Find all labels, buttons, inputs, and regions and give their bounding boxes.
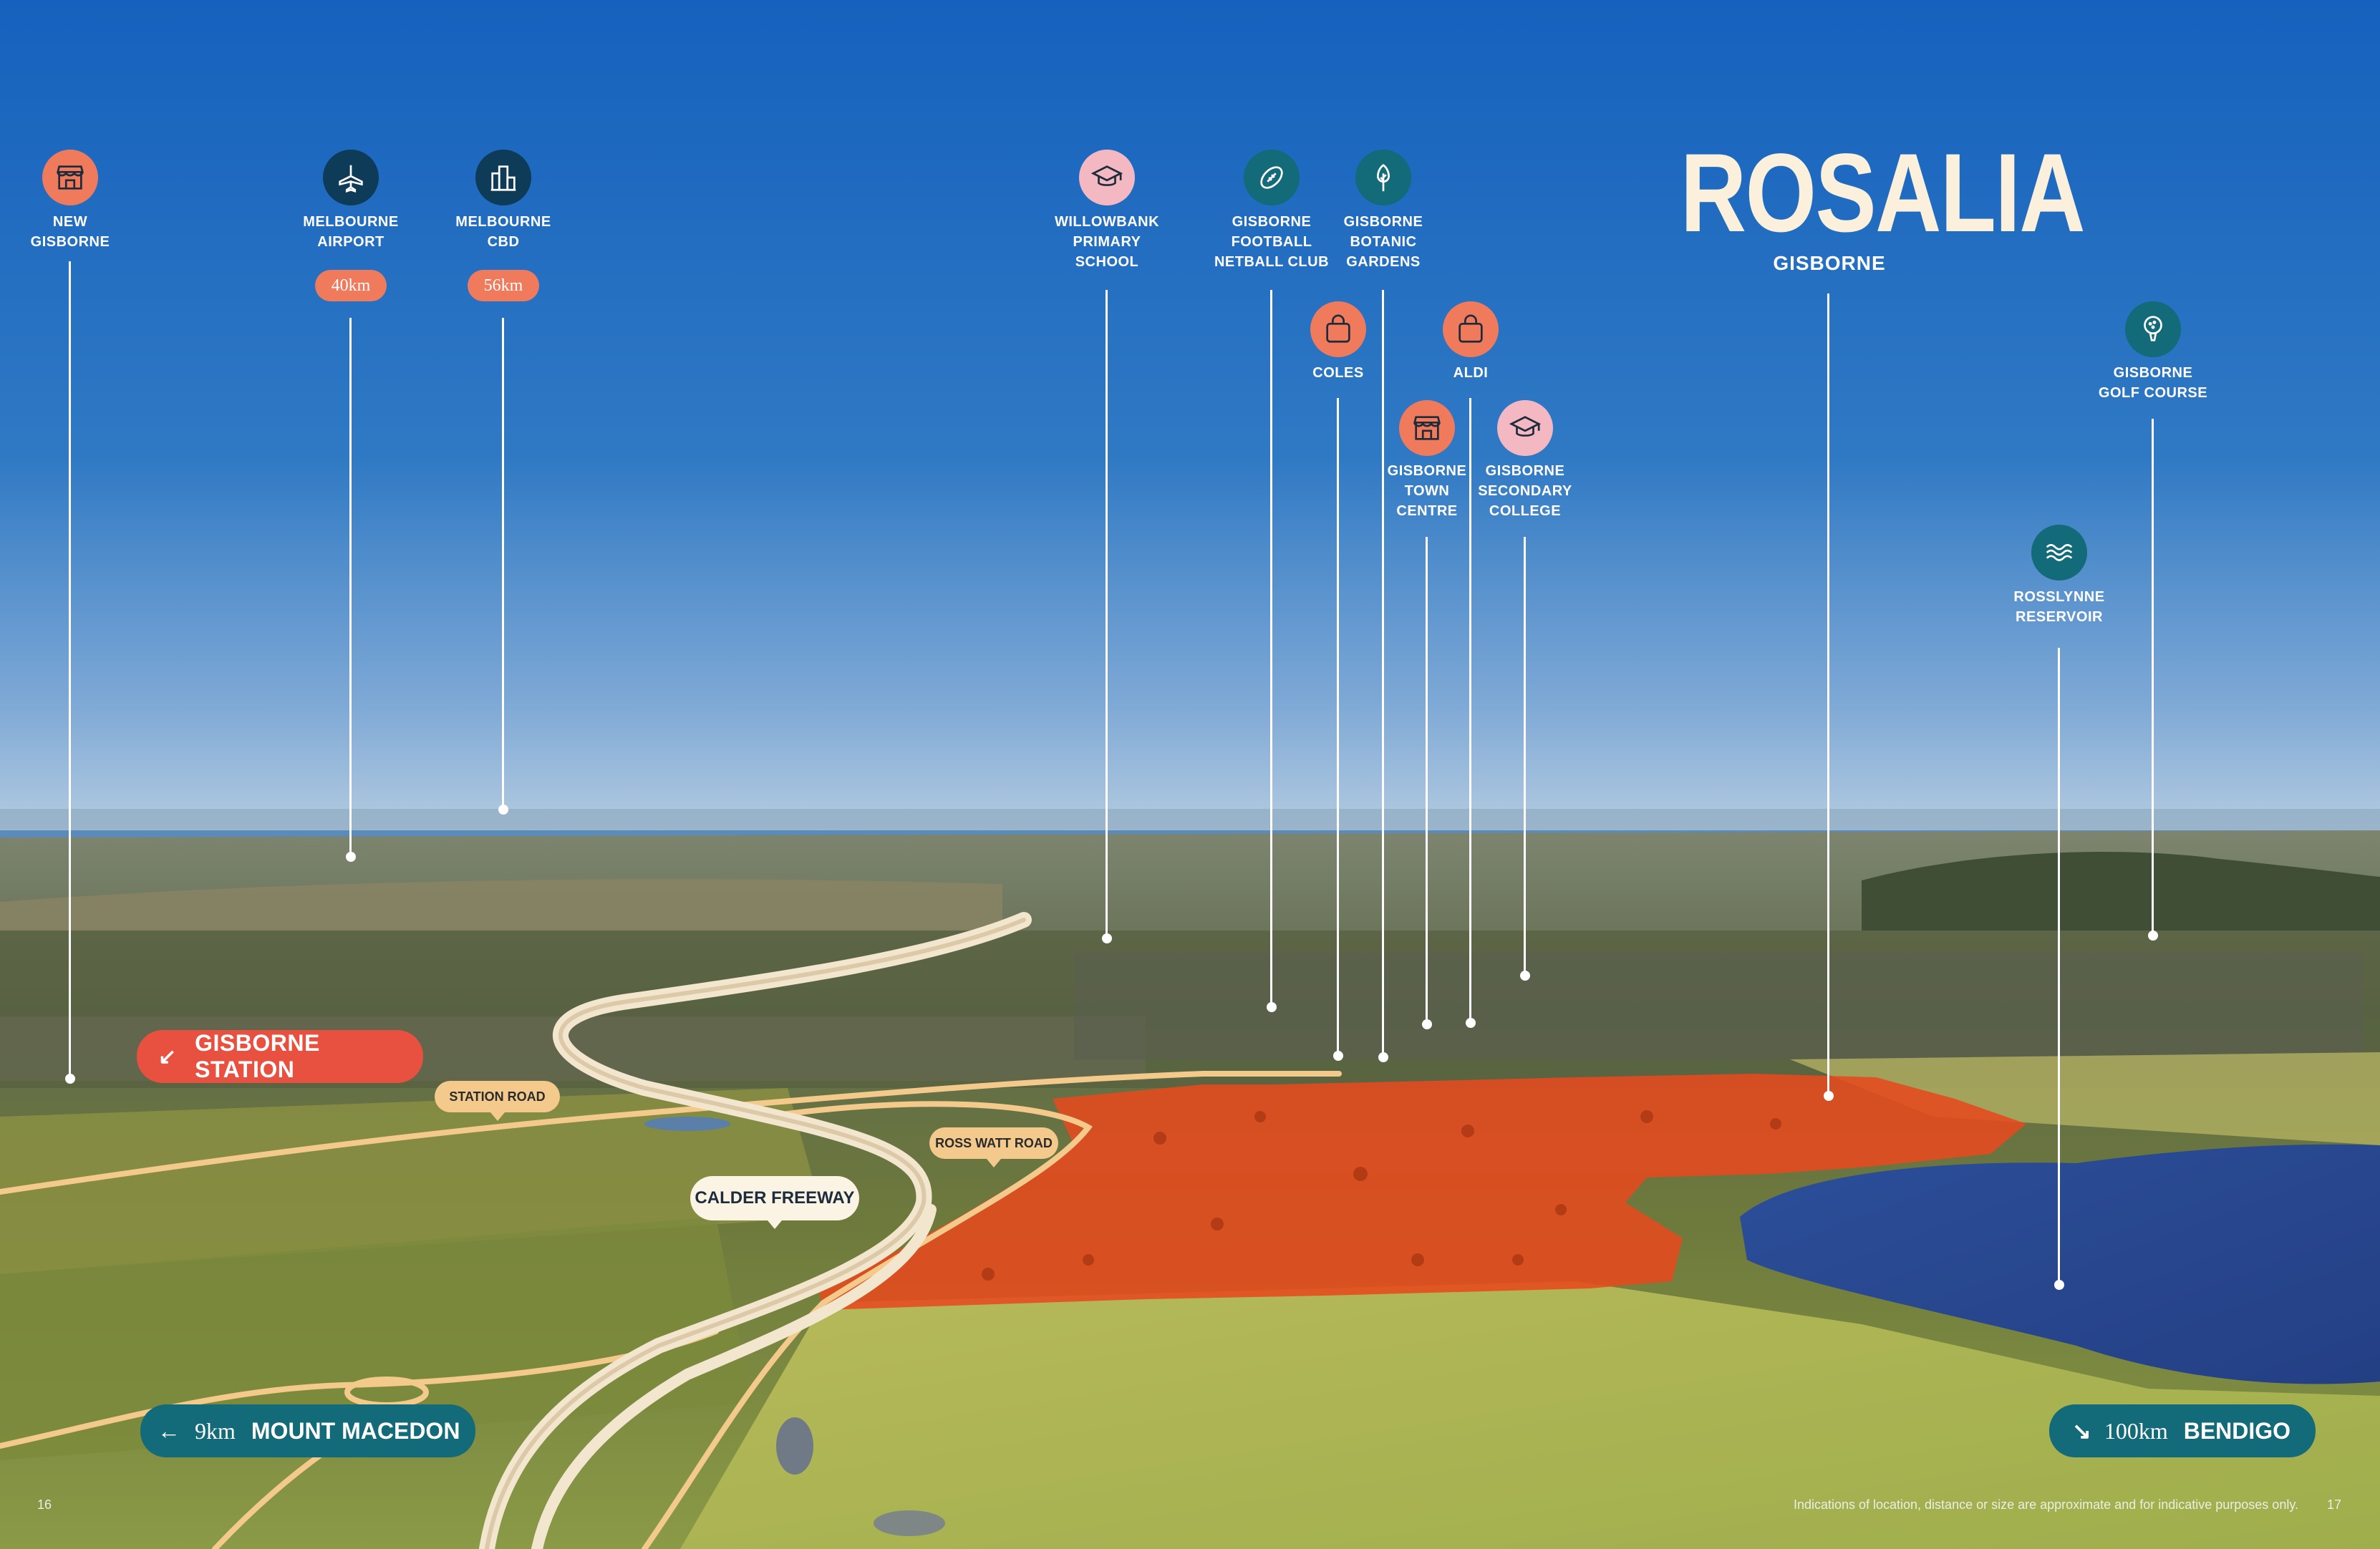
leader-dot (498, 805, 508, 815)
leader-line (2058, 648, 2060, 1285)
leader-line (1106, 290, 1108, 938)
graduation-cap-icon (1497, 400, 1553, 456)
page-number-right: 17 (2327, 1497, 2342, 1512)
leader-dot (346, 852, 356, 862)
water-waves-icon (2031, 525, 2087, 581)
tree-icon (1355, 150, 1411, 205)
shop-icon (1399, 400, 1455, 456)
mount-macedon-callout: ← 9km MOUNT MACEDON (140, 1404, 475, 1457)
landmark-label: ALDI (1453, 365, 1489, 381)
leader-line (1469, 398, 1471, 1022)
leader-line (1337, 398, 1339, 1055)
landmark-label: COLES (1312, 365, 1364, 381)
leader-line (2152, 419, 2154, 936)
leader-line (1382, 290, 1384, 1057)
airplane-icon (323, 150, 379, 205)
leader-line (1524, 537, 1526, 975)
leader-dot (1102, 933, 1112, 943)
leader-line (69, 261, 71, 1077)
leader-line (1270, 290, 1272, 1006)
distance-badge: 56km (468, 270, 539, 301)
leader-dot (1422, 1019, 1432, 1029)
leader-line (1426, 537, 1428, 1024)
ross-watt-road-tag: ROSS WATT ROAD (929, 1127, 1058, 1167)
leader-dot (65, 1074, 75, 1084)
graduation-cap-icon (1079, 150, 1135, 205)
disclaimer: Indications of location, distance or siz… (1793, 1497, 2298, 1512)
leader-dot (2054, 1280, 2064, 1290)
arrow-left-icon: ← (158, 1417, 180, 1444)
leader-dot (1520, 971, 1530, 981)
leader-line (502, 318, 504, 809)
gisborne-station-callout: ↙ GISBORNE STATION (137, 1030, 423, 1083)
arrow-down-left-icon: ↙ (158, 1044, 177, 1069)
station-road-tag: STATION ROAD (435, 1081, 560, 1121)
rosalia-leader-line (1827, 293, 1829, 1095)
arrow-down-right-icon: ↘ (2072, 1418, 2091, 1444)
leader-dot (1378, 1052, 1388, 1062)
leader-dot (1267, 1002, 1277, 1012)
leader-line (349, 318, 352, 855)
leader-dot (1333, 1051, 1343, 1061)
football-icon (1244, 150, 1300, 205)
page-subtitle: GISBORNE (1773, 252, 1886, 274)
leader-dot (1466, 1018, 1476, 1028)
shopping-bag-icon (1443, 301, 1499, 357)
leader-dot (2148, 931, 2158, 941)
shop-icon (42, 150, 98, 205)
city-icon (475, 150, 531, 205)
page-number-left: 16 (37, 1497, 52, 1512)
rosalia-site-outline (816, 1074, 2026, 1310)
rosalia-leader-dot (1824, 1091, 1834, 1101)
distance-badge: 40km (315, 270, 387, 301)
page-title: ROSALIA (1680, 131, 2086, 256)
golf-ball-icon (2125, 301, 2181, 357)
calder-freeway-tag: CALDER FREEWAY (690, 1176, 859, 1229)
shopping-bag-icon (1310, 301, 1366, 357)
bendigo-callout: ↘ 100km BENDIGO (2049, 1404, 2316, 1457)
